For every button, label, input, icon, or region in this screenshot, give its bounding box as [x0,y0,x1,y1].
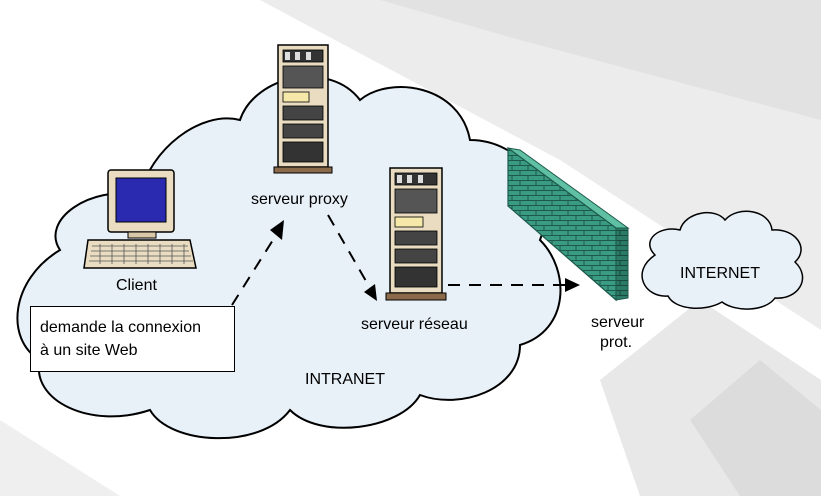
proxy-server-icon [273,44,333,174]
flow-arrows [231,214,565,306]
note-line-1: demande la connexion [40,319,202,336]
firewall-label-line1: serveur [591,314,645,331]
internet-cloud [641,210,804,310]
arrowhead-proxy [270,220,284,240]
arrow-proxy-to-server [327,214,371,289]
proxy-server-label: serveur proxy [251,191,348,208]
note-line-2: à un site Web [40,342,138,359]
arrow-client-to-proxy [231,231,279,306]
client-computer-icon [83,169,197,269]
network-server-icon [385,167,447,301]
client-label: Client [116,277,157,294]
connection-request-note: demande la connexion à un site Web [30,306,235,372]
intranet-label: INTRANET [305,371,385,388]
firewall-icon [507,146,630,302]
arrowhead-firewall [565,278,580,292]
network-server-label: serveur réseau [361,316,468,333]
firewall-label-line2: prot. [600,334,633,351]
internet-label: INTERNET [680,265,760,282]
arrowhead-server [364,284,377,301]
